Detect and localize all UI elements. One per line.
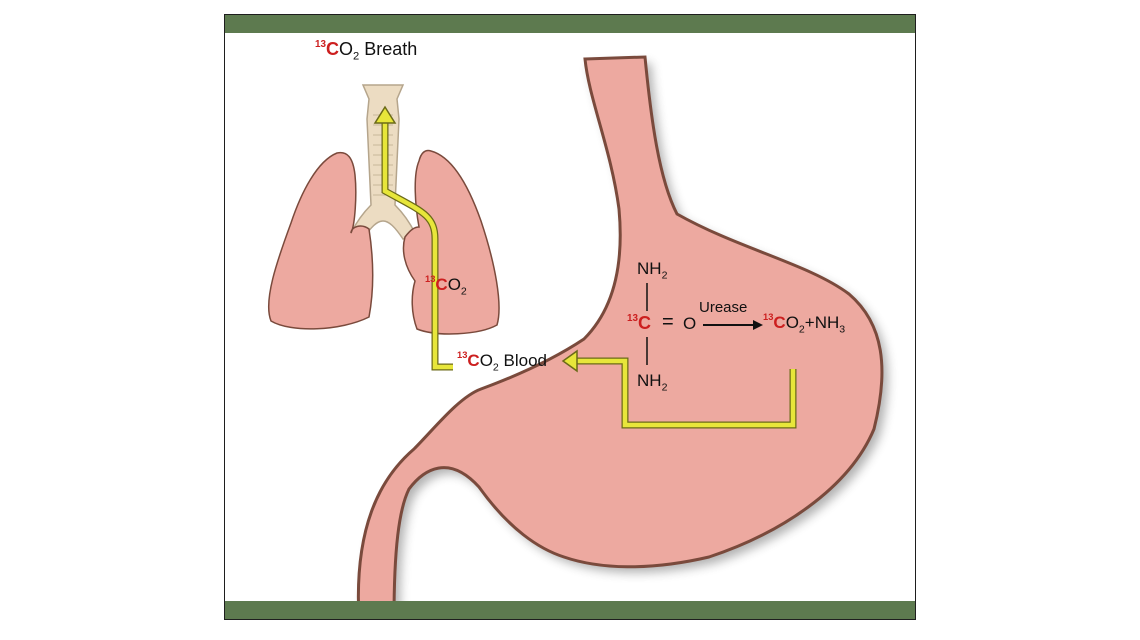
urea-carbon: 13C bbox=[627, 312, 651, 333]
urease-label: Urease bbox=[699, 299, 748, 316]
breath-label: 13CO2 Breath bbox=[315, 38, 418, 63]
reaction-arrowhead bbox=[753, 320, 763, 330]
blood-label: 13CO2 Blood bbox=[457, 349, 547, 374]
diagram-frame: 13CO2 Breath 13CO2 13CO2 Blood NH2 13C =… bbox=[224, 14, 916, 620]
urea-nh2-bottom: NH2 bbox=[637, 371, 668, 394]
diagram-artwork bbox=[267, 55, 888, 619]
right-lung bbox=[402, 149, 500, 335]
urea-double-bond: = bbox=[662, 311, 674, 333]
urea-nh2-top: NH2 bbox=[637, 259, 668, 282]
urea-oxygen: O bbox=[683, 314, 697, 333]
blood-to-breath-arrowhead bbox=[373, 105, 397, 124]
left-lung bbox=[267, 151, 374, 330]
stomach-to-blood-arrowhead bbox=[561, 349, 578, 373]
bottom-band bbox=[225, 601, 915, 619]
reaction-products: 13CO2+NH3 bbox=[763, 311, 846, 336]
lung-co2-label: 13CO2 bbox=[425, 273, 467, 298]
stomach bbox=[356, 55, 884, 619]
top-band bbox=[225, 15, 915, 33]
